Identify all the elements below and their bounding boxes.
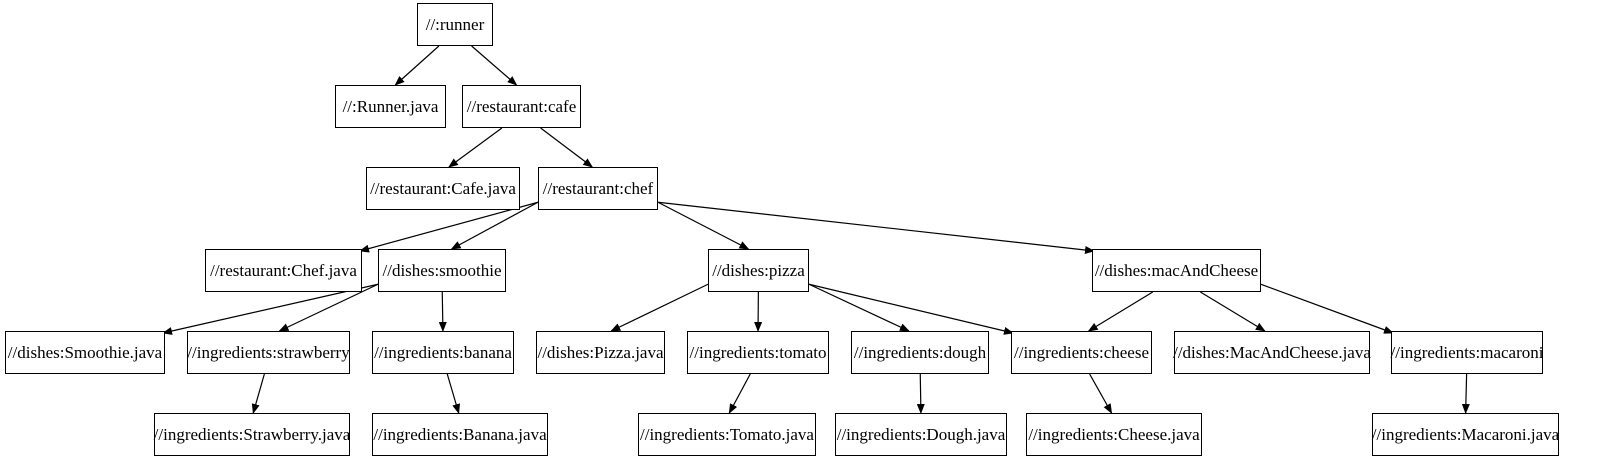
graph-node-pizza_java[interactable]: //dishes:Pizza.java [536,331,665,374]
graph-node-macaroni_java[interactable]: //ingredients:Macaroni.java [1372,413,1559,456]
graph-node-smoothie_java[interactable]: //dishes:Smoothie.java [5,331,165,374]
graph-node-label: //:Runner.java [342,97,439,116]
graph-node-dishes_pizza[interactable]: //dishes:pizza [708,249,809,292]
graph-edge-dishes_macandchee-to-macandcheese_java [1200,291,1266,332]
graph-node-cafe_java[interactable]: //restaurant:Cafe.java [366,167,520,210]
graph-node-label: //ingredients:Strawberry.java [153,425,351,444]
graph-node-label: //ingredients:dough [853,343,987,362]
graph-edge-restaurant_cafe-to-cafe_java [448,127,503,168]
graph-edge-ing_strawberry-to-strawberry_java [251,373,265,414]
graph-node-ing_dough[interactable]: //ingredients:dough [851,331,989,374]
graph-node-label: //ingredients:Banana.java [373,425,547,444]
graph-node-runner_java[interactable]: //:Runner.java [335,85,446,128]
graph-node-label: //dishes:Smoothie.java [7,343,163,362]
graph-node-label: //restaurant:cafe [466,97,577,116]
graph-node-strawberry_java[interactable]: //ingredients:Strawberry.java [154,413,350,456]
graph-node-label: //ingredients:cheese [1014,343,1150,362]
graph-edge-dishes_macandchee-to-ing_macaroni [1260,283,1394,334]
graph-node-label: //dishes:smoothie [382,261,502,280]
graph-node-chef_java[interactable]: //restaurant:Chef.java [205,249,362,292]
graph-node-ing_macaroni[interactable]: //ingredients:macaroni [1391,331,1543,374]
graph-node-label: //:runner [425,15,485,34]
graph-node-cheese_java[interactable]: //ingredients:Cheese.java [1026,413,1202,456]
graph-node-label: //dishes:Pizza.java [537,343,664,362]
graph-edge-ing_cheese-to-cheese_java [1089,373,1113,414]
graph-node-label: //ingredients:macaroni [1390,343,1544,362]
graph-node-dough_java[interactable]: //ingredients:Dough.java [835,413,1007,456]
graph-node-runner[interactable]: //:runner [417,3,493,46]
graph-node-label: //dishes:macAndCheese [1094,261,1259,280]
graph-edge-ing_banana-to-banana_java [446,373,461,414]
graph-edge-dishes_pizza-to-ing_dough [808,283,910,332]
graph-edge-restaurant_cafe-to-restaurant_chef [540,127,594,168]
graph-node-label: //ingredients:Tomato.java [640,425,814,444]
graph-edge-ing_dough-to-dough_java [916,373,925,414]
graph-node-dishes_smoothie[interactable]: //dishes:smoothie [378,249,506,292]
graph-node-ing_strawberry[interactable]: //ingredients:strawberry [187,331,350,374]
graph-edge-dishes_smoothie-to-ing_banana [438,291,447,332]
graph-node-dishes_macandchee[interactable]: //dishes:macAndCheese [1092,249,1261,292]
graph-edge-runner-to-runner_java [394,45,440,86]
graph-node-label: //ingredients:Macaroni.java [1371,425,1560,444]
graph-node-label: //ingredients:banana [374,343,512,362]
graph-edge-dishes_pizza-to-ing_cheese [808,283,1014,335]
graph-node-restaurant_cafe[interactable]: //restaurant:cafe [462,85,581,128]
graph-node-label: //ingredients:tomato [689,343,827,362]
graph-edge-dishes_pizza-to-pizza_java [610,283,709,332]
graph-edge-ing_tomato-to-tomato_java [728,373,751,414]
graph-node-label: //dishes:pizza [712,261,805,280]
graph-edge-restaurant_chef-to-dishes_pizza [657,201,750,250]
graph-node-label: //ingredients:Dough.java [836,425,1006,444]
graph-node-tomato_java[interactable]: //ingredients:Tomato.java [638,413,816,456]
graph-node-label: //restaurant:chef [542,179,654,198]
graph-edge-ing_macaroni-to-macaroni_java [1461,373,1470,414]
graph-node-label: //ingredients:Cheese.java [1028,425,1200,444]
graph-node-ing_tomato[interactable]: //ingredients:tomato [687,331,829,374]
graph-node-ing_banana[interactable]: //ingredients:banana [372,331,514,374]
graph-node-label: //ingredients:strawberry [187,343,350,362]
graph-node-label: //restaurant:Chef.java [210,261,357,280]
graph-node-label: //restaurant:Cafe.java [370,179,516,198]
graph-edge-restaurant_chef-to-dishes_macandchee [657,201,1095,254]
graph-node-banana_java[interactable]: //ingredients:Banana.java [372,413,548,456]
graph-edge-runner-to-restaurant_cafe [471,45,518,86]
graph-edge-dishes_macandchee-to-ing_cheese [1087,291,1154,332]
graph-node-macandcheese_java[interactable]: //dishes:MacAndCheese.java [1173,331,1371,374]
graph-node-ing_cheese[interactable]: //ingredients:cheese [1011,331,1152,374]
graph-node-label: //dishes:MacAndCheese.java [1173,343,1371,362]
graph-node-restaurant_chef[interactable]: //restaurant:chef [538,167,658,210]
